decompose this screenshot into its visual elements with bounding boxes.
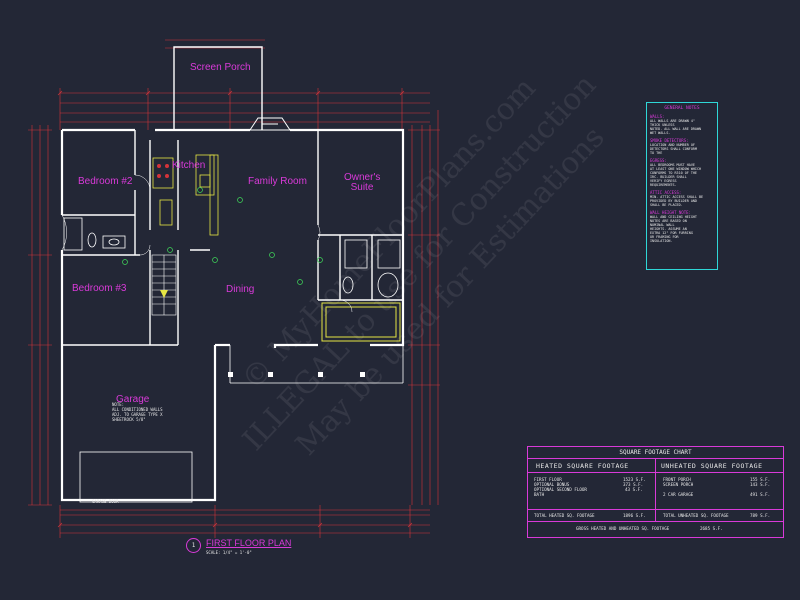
owners-closet: [321, 302, 401, 342]
room-label-family-room: Family Room: [248, 176, 307, 187]
notes-line: ALL BEDROOMS MUST HAVE: [650, 163, 695, 167]
drawing-scale: SCALE: 1/4" = 1'-0": [206, 550, 252, 555]
notes-line: IRC. BUILDER SHALL: [650, 175, 687, 179]
sqft-divider: [655, 458, 656, 521]
notes-line: HEIGHTS. ASSUME AN: [650, 227, 687, 231]
room-label-screen-porch: Screen Porch: [190, 62, 251, 73]
notes-heading: WALL HEIGHT NOTE:: [650, 210, 691, 215]
general-notes-box: GENERAL NOTES WALLS: ALL WALLS ARE DRAWN…: [646, 102, 718, 270]
total-heated-value: 1896 S.F.: [623, 513, 646, 518]
square-footage-chart: SQUARE FOOTAGE CHART HEATED SQUARE FOOTA…: [527, 446, 784, 538]
svg-text:ALL CONDITIONED WALLS: ALL CONDITIONED WALLS: [112, 407, 163, 412]
notes-line: CONFORMS TO R310 OF THE: [650, 171, 697, 175]
owners-suite-text: Owner's Suite: [344, 172, 381, 193]
notes-section: WALLS: ALL WALLS ARE DRAWN 4" THICK UNLE…: [650, 114, 714, 135]
notes-section: ATTIC ACCESS: MIN. ATTIC ACCESS SHALL BE…: [650, 190, 714, 207]
heated-row-label: OPTIONAL SECOND FLOOR BATH: [534, 487, 587, 497]
gross-label: GROSS HEATED AND UNHEATED SQ. FOOTAGE: [576, 526, 670, 531]
porch-columns: [228, 372, 365, 377]
notes-line: SHALL BE PLACED.: [650, 203, 683, 207]
garage-door: [79, 451, 193, 503]
unheated-header: UNHEATED SQUARE FOOTAGE: [661, 462, 763, 470]
notes-heading: ATTIC ACCESS:: [650, 190, 682, 195]
dimension-ticks: [57, 90, 413, 528]
general-notes-title: GENERAL NOTES: [664, 106, 700, 111]
front-porch: [229, 345, 404, 384]
unheated-row-value: 155 S.F.: [750, 477, 771, 482]
notes-line: INSULATION.: [650, 239, 673, 243]
room-label-dining: Dining: [226, 284, 255, 295]
room-label-garage: Garage: [116, 394, 150, 405]
drawing-number: 1: [186, 538, 201, 553]
wall-notes: NOTE: ALL CONDITIONED WALLS ADJ. TO GARA…: [92, 402, 163, 504]
notes-line: EXTRA 12" FOR FURRING: [650, 231, 693, 235]
interior-walls: [62, 130, 403, 346]
notes-section: SMOKE DETECTORS: LOCATION AND NUMBER OF …: [650, 138, 714, 155]
notes-line: WALL AND CEILING HEIGHT: [650, 215, 697, 219]
heated-header: HEATED SQUARE FOOTAGE: [536, 462, 629, 470]
unheated-row-label: FRONT PORCH: [663, 477, 691, 482]
notes-line: OR FRAMING FOR: [650, 235, 679, 239]
notes-line: REQUIREMENTS.: [650, 183, 677, 187]
heated-row-label: FIRST FLOOR: [534, 477, 562, 482]
notes-line: MIN. ATTIC ACCESS SHALL BE: [650, 195, 704, 199]
drawing-title: FIRST FLOOR PLAN: [206, 538, 292, 548]
cooktop: [157, 164, 169, 178]
electrical-symbols: [122, 187, 323, 285]
notes-heading: EGRESS:: [650, 158, 667, 163]
notes-section: EGRESS: ALL BEDROOMS MUST HAVE AT LEAST …: [650, 158, 714, 187]
notes-line: DETECTORS SHALL CONFORM: [650, 147, 697, 151]
kitchen-fixtures: [152, 154, 219, 236]
door-swings: [61, 174, 353, 313]
svg-text:SHEETROCK 5/8": SHEETROCK 5/8": [112, 417, 146, 422]
heated-row-value: 1523 S.F.: [623, 477, 646, 482]
unheated-row-label: SCREEN PORCH: [663, 482, 694, 487]
bathroom-fixtures: [63, 217, 401, 298]
heated-row-label: OPTIONAL BONUS: [534, 482, 570, 487]
notes-line: LOCATION AND NUMBER OF: [650, 143, 695, 147]
notes-line: AT LEAST ONE WINDOW WHICH: [650, 167, 702, 171]
screen-porch-walls: [173, 46, 263, 130]
notes-line: THICK UNLESS: [650, 123, 675, 127]
room-label-kitchen: Kitchen: [172, 160, 206, 171]
sqft-divider: [528, 521, 783, 522]
total-unheated-label: TOTAL UNHEATED SQ. FOOTAGE: [663, 513, 729, 518]
dimension-lines: [28, 39, 440, 538]
notes-line: PROVIDED BY BUILDER AND: [650, 199, 697, 203]
svg-text:ADJ. TO GARAGE TYPE X: ADJ. TO GARAGE TYPE X: [112, 412, 163, 417]
svg-text:NOTE:: NOTE:: [112, 402, 124, 407]
notes-line: WET WALLS.: [650, 131, 671, 135]
gross-value: 2685 S.F.: [700, 526, 723, 531]
exterior-walls: [60, 128, 405, 502]
heated-row-value: 43 S.F.: [625, 487, 643, 492]
notes-line: ALL WALLS ARE DRAWN 4": [650, 119, 695, 123]
room-label-owners-suite: Owner's Suite: [344, 173, 380, 193]
heated-row-value: 373 S.F.: [623, 482, 644, 487]
notes-heading: WALLS:: [650, 114, 665, 119]
stair-arrow-icon: [160, 290, 168, 298]
unheated-row-value: 143 S.F.: [750, 482, 771, 487]
unheated-row-label: 2 CAR GARAGE: [663, 492, 694, 497]
sqft-divider: [528, 509, 783, 510]
unheated-row-value: 491 S.F.: [750, 492, 771, 497]
room-label-bedroom-3: Bedroom #3: [72, 283, 127, 294]
fireplace: [249, 117, 291, 131]
notes-line: VERIFY EGRESS: [650, 179, 677, 183]
total-heated-label: TOTAL HEATED SQ. FOOTAGE: [534, 513, 595, 518]
notes-heading: SMOKE DETECTORS:: [650, 138, 689, 143]
total-unheated-value: 789 S.F.: [750, 513, 771, 518]
notes-line: NOTES ARE BASED ON: [650, 219, 687, 223]
svg-text:GARAGE DOOR: GARAGE DOOR: [92, 499, 119, 504]
stairs: [151, 254, 177, 316]
notes-line: NOTED. ALL WALL ARE DRAWN: [650, 127, 702, 131]
notes-section: WALL HEIGHT NOTE: WALL AND CEILING HEIGH…: [650, 210, 714, 243]
notes-line: NOMINAL WALL: [650, 223, 675, 227]
room-label-bedroom-2: Bedroom #2: [78, 176, 133, 187]
notes-line: TO THE: [650, 151, 663, 155]
sqft-chart-title: SQUARE FOOTAGE CHART: [619, 449, 692, 456]
